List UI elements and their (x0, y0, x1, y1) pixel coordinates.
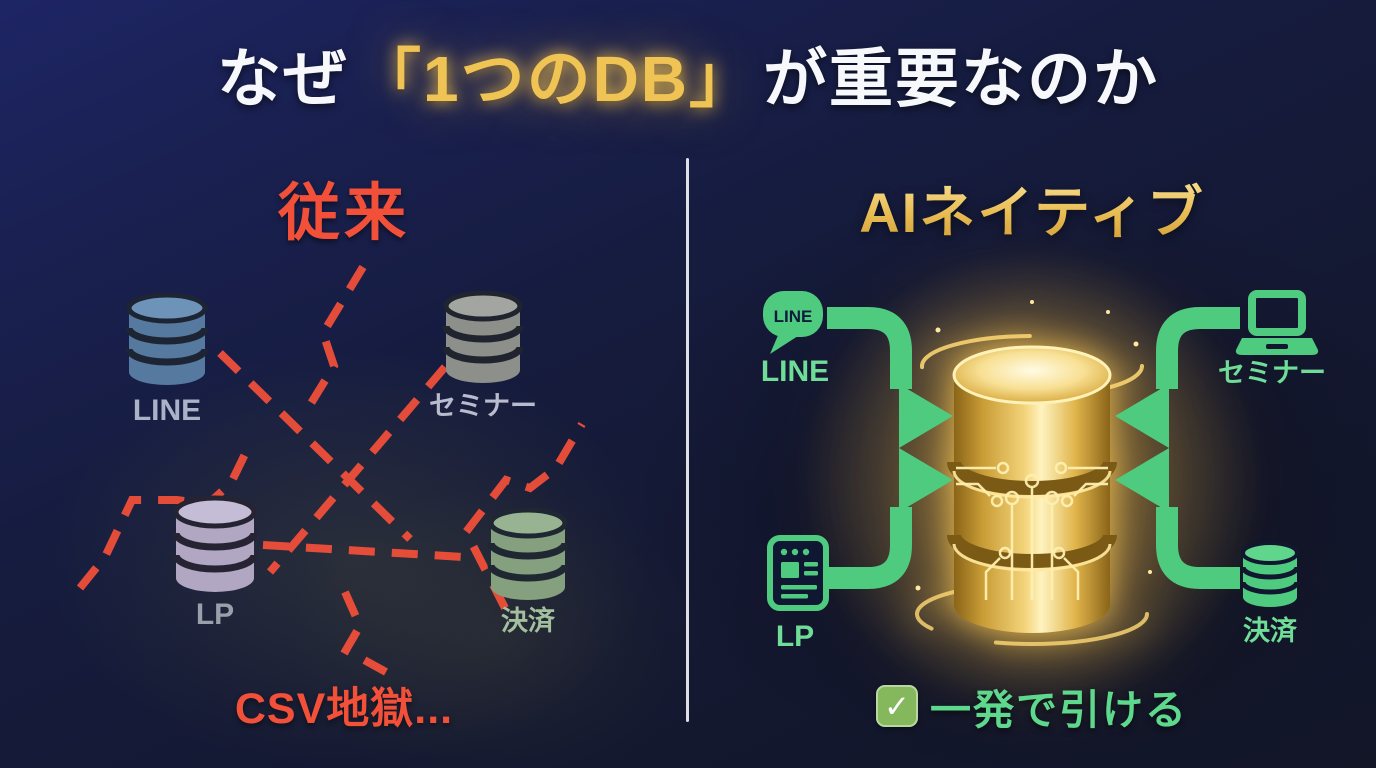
tangled-line (301, 264, 367, 416)
tangled-line (262, 541, 481, 562)
arrow-from-line (827, 307, 953, 448)
source-seminar-label: セミナー (1218, 358, 1326, 388)
inflow-arrows (827, 307, 1240, 589)
source-line: LINE LINE (761, 291, 829, 388)
db-line-label: LINE (133, 394, 201, 427)
db-payment-label: 決済 (501, 605, 556, 636)
arrow-from-seminar (1115, 307, 1240, 448)
source-lp: LP (767, 535, 829, 653)
tangled-connection-lines (76, 264, 586, 676)
arrow-from-lp (827, 448, 953, 589)
line-bubble-icon: LINE (763, 291, 823, 354)
tangled-line (340, 590, 388, 676)
db-seminar-label: セミナー (429, 391, 537, 421)
db-seminar: セミナー (429, 290, 537, 421)
gold-cylinder-top (952, 345, 1112, 405)
arrow-from-payment (1115, 448, 1240, 589)
right-panel-heading: AIネイティブ (688, 168, 1376, 249)
tangled-line (76, 448, 251, 591)
browser-window-icon (767, 535, 829, 611)
source-lp-label: LP (776, 620, 814, 653)
line-bubble-text: LINE (774, 307, 813, 326)
source-line-label: LINE (761, 355, 829, 388)
sparkles (915, 300, 1152, 591)
left-panel-heading: 従来 (277, 179, 410, 248)
laptop-icon (1235, 290, 1319, 355)
tangled-line (461, 421, 586, 610)
title-prefix: なぜ (216, 43, 349, 115)
db-line: LINE (125, 292, 209, 427)
right-caption: ✓ 一発で引ける (688, 676, 1376, 736)
golden-database-icon (797, 245, 1267, 715)
page-title: なぜ「1つのDB」が重要なのか (0, 28, 1376, 120)
source-payment: 決済 (1240, 541, 1300, 646)
orbit-ring-bottom (915, 582, 1149, 646)
circuit-traces (956, 461, 1108, 600)
tangled-line (217, 350, 413, 542)
source-payment-label: 決済 (1243, 615, 1298, 646)
db-payment: 決済 (487, 507, 569, 636)
title-suffix: が重要なのか (763, 43, 1160, 115)
panel-divider (686, 158, 689, 722)
title-highlight: 「1つのDB」 (356, 43, 756, 115)
tangled-line (266, 364, 449, 575)
right-caption-text: 一発で引ける (930, 687, 1188, 733)
db-lp: LP (172, 495, 258, 631)
database-icon (1240, 541, 1300, 607)
source-seminar: セミナー (1218, 290, 1326, 388)
checkbox-checked-icon: ✓ (876, 685, 918, 727)
left-caption: CSV地獄... (234, 685, 454, 733)
db-lp-label: LP (196, 598, 234, 631)
